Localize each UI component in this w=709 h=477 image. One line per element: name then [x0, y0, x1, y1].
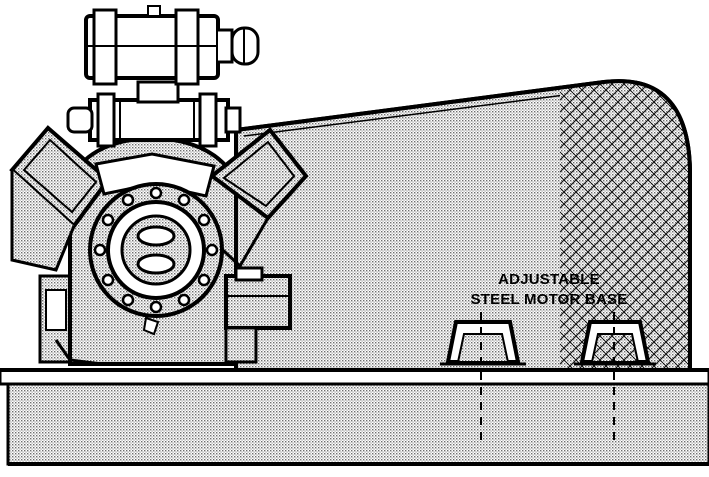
- upper-valve-body: [84, 5, 260, 86]
- anchor-bolt-lines: [480, 312, 615, 446]
- steel-base: [0, 368, 709, 466]
- callout-line-1: ADJUSTABLE: [498, 271, 600, 288]
- cylinder-head-right: [208, 127, 309, 269]
- compressor-feet: [54, 266, 292, 366]
- callout-line-2: STEEL MOTOR BASE: [471, 291, 628, 308]
- flange-bolts: [93, 186, 219, 314]
- motor-base-callout: ADJUSTABLE STEEL MOTOR BASE: [471, 271, 628, 308]
- bearing-flange: [88, 182, 224, 336]
- service-valve-assembly: [66, 80, 242, 148]
- crankcase-top: [94, 152, 216, 198]
- motor-base-foot-left: [440, 320, 526, 366]
